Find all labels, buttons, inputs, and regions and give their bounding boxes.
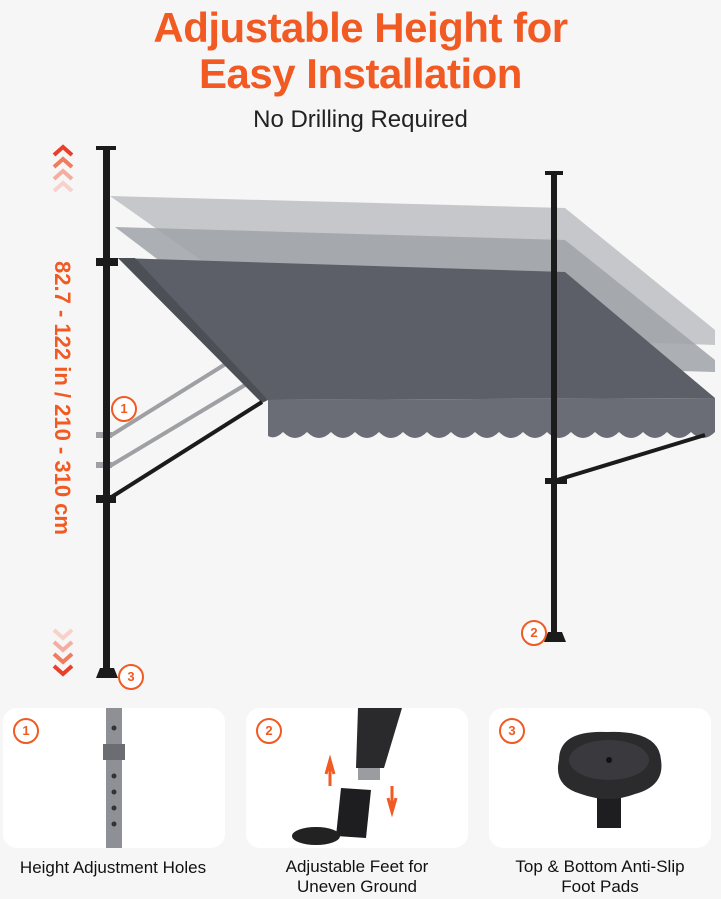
- awning-illustration: [96, 146, 715, 678]
- feature-card-height-holes: 1: [3, 708, 225, 848]
- title-line-1: Adjustable Height for: [153, 4, 568, 51]
- right-pole: [551, 172, 557, 642]
- feature-caption-2: Adjustable Feet for Uneven Ground: [237, 857, 477, 897]
- canopy: [118, 258, 715, 400]
- title-line-2: Easy Installation: [199, 50, 522, 97]
- subtitle: No Drilling Required: [253, 106, 468, 133]
- caption-line: Foot Pads: [561, 877, 639, 896]
- feature-caption-3: Top & Bottom Anti-Slip Foot Pads: [480, 857, 720, 897]
- caption-line: Height Adjustment Holes: [19, 858, 207, 877]
- canopy-valance: [268, 398, 715, 438]
- caption-line: Top & Bottom Anti-Slip: [515, 857, 685, 876]
- feature-badge-2: 2: [256, 718, 282, 744]
- up-arrows-icon: [51, 143, 75, 195]
- feature-card-foot-pads: 3: [489, 708, 711, 848]
- feature-badge-1: 1: [13, 718, 39, 744]
- callout-badge-1: 1: [111, 396, 137, 422]
- callout-badge-2: 2: [521, 620, 547, 646]
- down-arrows-icon: [51, 626, 75, 678]
- left-pole: [103, 148, 110, 678]
- feature-badge-3: 3: [499, 718, 525, 744]
- foot-pad-icon: [557, 731, 662, 828]
- adjustable-foot-icon: [292, 708, 402, 845]
- callout-badge-3: 3: [118, 664, 144, 690]
- pole-holes-icon: [103, 708, 125, 848]
- caption-line: Uneven Ground: [296, 877, 418, 896]
- feature-card-adjustable-feet: 2: [246, 708, 468, 848]
- caption-line: Adjustable Feet for: [285, 857, 429, 876]
- feature-caption-1: Height Adjustment Holes: [0, 858, 233, 878]
